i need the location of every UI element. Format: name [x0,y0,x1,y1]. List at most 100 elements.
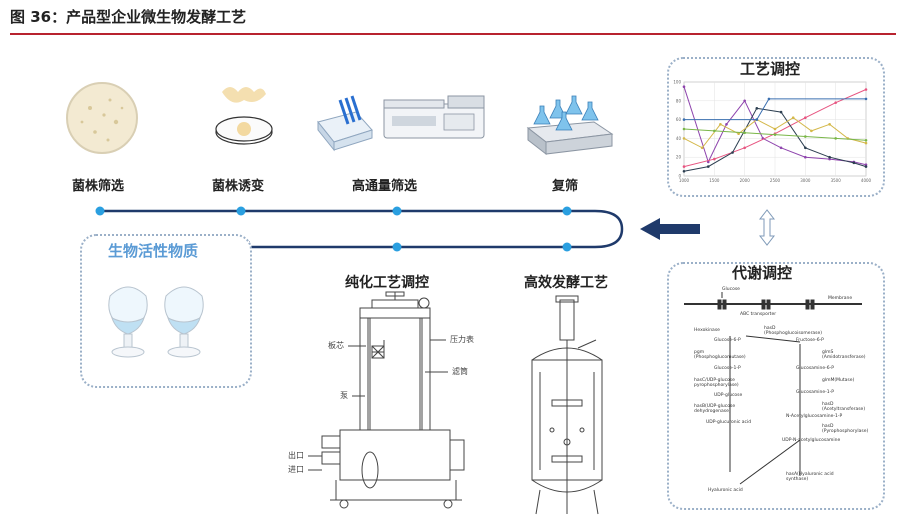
node-hexokinase: Hexokinase [694,328,720,333]
chart-data-point [743,146,746,150]
node-udpglc: UDP-glucose [714,393,743,398]
chart-data-point [864,141,868,145]
chart-data-point [755,107,759,110]
node-glms-sub: (Amidotransferase) [822,355,866,360]
chart-data-point [828,123,831,126]
chart-data-point [755,118,759,121]
step-label-strain-screening: 菌株筛选 [72,179,125,194]
node-fru6p: Fructose-6-P [796,338,824,343]
node-hyaluronic-acid: Hyaluronic acid [708,488,743,493]
chart-data-point [864,97,868,101]
chart-y-tick-label: 60 [676,117,682,122]
chart-data-point [682,118,686,121]
chart-x-tick-label: 3000 [800,178,811,183]
node-hasd2: hasD [822,402,834,407]
node-hasc: hasC/UDP-glucose [694,378,735,383]
chart-data-point [719,123,722,126]
node-nacglcn1p: N-Acetylglucosamine-1-P [786,414,843,419]
chart-data-point [682,85,686,88]
chart-data-point [773,133,777,136]
node-transporter: ABC transporter [740,312,777,317]
chart-data-point [779,146,783,150]
chart-data-point [804,135,807,138]
chart-data-point [791,116,795,120]
callout-inlet: 进口 [288,465,304,474]
chart-data-point [682,127,686,131]
node-hasc-sub: pyrophosphorylase) [694,383,739,388]
chart-data-point [852,161,856,165]
chart-data-point [804,146,807,150]
chart-data-point [682,137,686,140]
chart-x-tick-label: 1500 [709,178,720,183]
node-glc1p: Glucose-1-P [714,366,741,371]
chart-data-point [810,129,813,133]
chart-data-point [706,165,710,168]
step-label-rescreening: 复筛 [552,179,579,194]
figure-title: 图 36：产品型企业微生物发酵工艺 [10,8,247,26]
node-hasa-sub: synthase) [786,477,809,482]
node-glcn1p: Glucosamine-1-P [796,390,834,395]
chart-data-point [834,101,837,104]
callout-filter-barrel: 滤筒 [452,367,468,376]
chart-data-point [713,157,716,161]
chart-data-point [828,155,831,159]
node-glmm: glmM(Mutase) [822,378,855,383]
chart-data-point [828,157,831,161]
node-pgm: pgm [694,350,705,355]
chart-data-point [767,97,771,101]
chart-data-point [737,132,740,135]
node-membrane: Membrane [828,296,853,301]
step-label-high-throughput: 高通量筛选 [352,179,418,194]
node-glucose: Glucose [722,287,740,292]
chart-x-tick-label: 2000 [740,178,751,183]
chart-data-point [804,116,807,120]
chart-x-tick-label: 4000 [861,178,872,183]
node-glms: glmS [822,350,834,355]
callout-pressure-gauge: 压力表 [450,335,474,344]
node-udpglca: UDP-glucuronic acid [706,420,752,425]
metabolic-control-label: 代谢调控 [732,264,793,282]
chart-y-tick-label: 0 [678,174,681,179]
chart-x-tick-label: 1000 [679,178,690,183]
chart-y-tick-label: 20 [676,155,682,160]
chart-data-point [773,127,777,131]
chart-data-point [743,131,746,135]
callout-core: 板芯 [328,341,344,350]
title-rule [10,33,896,35]
chart-series-line [684,98,866,121]
node-hasb-sub: dehydrogenase) [694,409,731,414]
process-control-label: 工艺调控 [740,60,801,78]
node-pgm-sub: (Phosphoglucomutase) [694,355,746,360]
node-hasa: hasA(Hyaluronic acid [786,472,834,477]
fermentation-label: 高效发酵工艺 [524,275,608,291]
chart-data-point [864,163,868,167]
chart-x-tick-label: 3500 [831,178,842,183]
chart-y-tick-label: 40 [676,136,682,141]
node-hasb: hasB(UDP-glucose [694,404,736,409]
callout-pump: 泵 [340,391,348,400]
chart-data-point [779,110,783,114]
chart-x-tick-label: 2500 [770,178,781,183]
chart-data-point [700,146,704,150]
node-hasd-sub: (Phosphoglucoisomerase) [764,331,823,336]
step-label-strain-mutation: 菌株诱变 [212,179,265,194]
chart-data-point [834,137,837,140]
chart-y-tick-label: 80 [676,98,682,103]
chart-data-point [731,151,734,154]
bioactive-product-label: 生物活性物质 [108,242,199,260]
chart-data-point [725,123,728,126]
chart-data-point [682,170,686,173]
node-hasd3-sub: (Pyrophosphorylase) [822,429,869,434]
node-hasd2-sub: (Acetyltransferase) [822,407,866,412]
chart-data-point [713,129,716,133]
